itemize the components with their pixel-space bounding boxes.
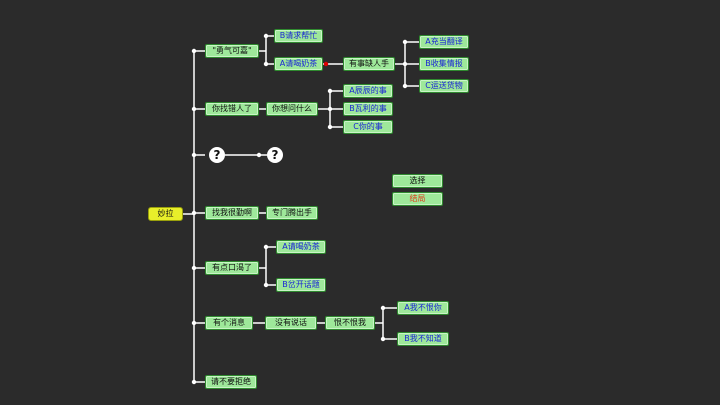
connector-dot <box>191 152 197 158</box>
connector-dot <box>191 210 197 216</box>
node-special-trip[interactable]: 专门腾出手 <box>266 206 318 220</box>
connector-dot <box>402 39 408 45</box>
node-chenchen[interactable]: A辰辰的事 <box>343 84 393 98</box>
node-deliver[interactable]: C运送货物 <box>419 79 469 93</box>
connector-dot <box>191 48 197 54</box>
node-wali[interactable]: B瓦利的事 <box>343 102 393 116</box>
connector-dot <box>402 61 408 67</box>
node-find-work[interactable]: 找我很勤啊 <box>205 206 259 220</box>
node-yours[interactable]: C你的事 <box>343 120 393 134</box>
node-root[interactable]: 妙拉 <box>148 207 183 221</box>
unknown-branch-icon-2[interactable]: ? <box>267 147 283 163</box>
node-treat-tea[interactable]: A请喝奶茶 <box>274 57 323 71</box>
connector-dot <box>263 244 269 250</box>
connector-dot <box>263 61 269 67</box>
connector-dot <box>256 152 262 158</box>
connector-dot <box>191 379 197 385</box>
node-wrong-person[interactable]: 你找错人了 <box>205 102 259 116</box>
legend-choice: 选择 <box>392 174 443 188</box>
connector-dot <box>402 83 408 89</box>
node-silent[interactable]: 没有说话 <box>265 316 317 330</box>
connector-dot <box>263 33 269 39</box>
node-dont-know[interactable]: B我不知道 <box>397 332 449 346</box>
connector-dot <box>191 265 197 271</box>
node-need-hand[interactable]: 有事缺人手 <box>343 57 395 71</box>
node-change-topic[interactable]: B岔开话题 <box>276 278 326 292</box>
unknown-branch-icon-1[interactable]: ? <box>209 147 225 163</box>
connector-dot <box>191 106 197 112</box>
connector-dot <box>380 305 386 311</box>
node-translator[interactable]: A充当翻译 <box>419 35 469 49</box>
connector-dot <box>327 124 333 130</box>
node-news[interactable]: 有个消息 <box>205 316 253 330</box>
node-intel[interactable]: B收集情报 <box>419 57 469 71</box>
node-hate-me[interactable]: 恨不恨我 <box>325 316 375 330</box>
connector-dot <box>263 282 269 288</box>
node-refuse[interactable]: 请不要拒绝 <box>205 375 257 389</box>
connector-dot <box>327 88 333 94</box>
connector-dot <box>380 336 386 342</box>
node-thirsty[interactable]: 有点口渴了 <box>205 261 259 275</box>
node-not-hate[interactable]: A我不恨你 <box>397 301 449 315</box>
node-courage[interactable]: "勇气可嘉" <box>205 44 259 58</box>
node-what-ask[interactable]: 你想问什么 <box>266 102 318 116</box>
node-tea-again[interactable]: A请喝奶茶 <box>276 240 326 254</box>
connector-dot <box>191 320 197 326</box>
connector-dot <box>327 106 333 112</box>
node-ask-help[interactable]: B请求帮忙 <box>274 29 323 43</box>
legend-ending: 结局 <box>392 192 443 206</box>
connector-dot <box>323 61 329 67</box>
